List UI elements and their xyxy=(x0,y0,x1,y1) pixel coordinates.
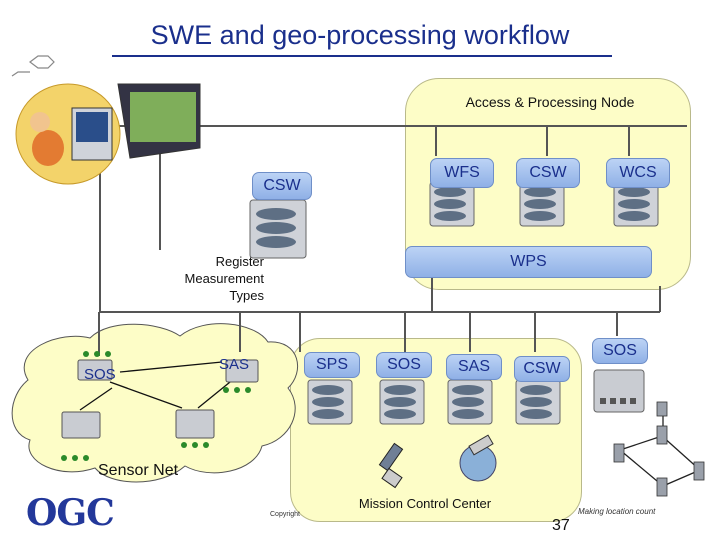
sensor-net-cloud xyxy=(11,323,299,483)
sensor-sas-label: SAS xyxy=(219,356,250,373)
wcs-server-icon xyxy=(613,181,659,227)
sensor-sos-label: SOS xyxy=(84,366,116,383)
copyright-text: Copyright xyxy=(270,511,300,518)
slide-title: SWE and geo-processing workflow xyxy=(150,20,570,50)
page-number: 37 xyxy=(552,517,570,534)
title-underline xyxy=(112,55,612,57)
globe-aircraft-icon xyxy=(459,434,497,482)
remote-sos-service[interactable]: SOS xyxy=(592,338,648,364)
mcc-csw-server-icon xyxy=(515,379,561,425)
sensor-net-label: Sensor Net xyxy=(98,462,179,479)
ogc-tagline: Making location count xyxy=(578,507,656,516)
wps-service[interactable]: WPS xyxy=(405,246,652,278)
remote-sos-device-icon xyxy=(593,369,645,413)
mcc-sas-service[interactable]: SAS xyxy=(446,354,502,380)
mcc-csw-service[interactable]: CSW xyxy=(514,356,570,382)
mcc-sos-service[interactable]: SOS xyxy=(376,352,432,378)
wfs-server-icon xyxy=(429,181,475,227)
csw-service[interactable]: CSW xyxy=(516,158,580,188)
csw-server-icon xyxy=(519,181,565,227)
register-measurement-types: Register Measurement Types xyxy=(184,254,264,303)
satellite-icon xyxy=(378,442,404,489)
remote-sensor-links xyxy=(619,408,701,487)
remote-sensor-nodes xyxy=(613,401,705,497)
sensor-links xyxy=(79,361,236,411)
mission-control-label: Mission Control Center xyxy=(358,496,492,511)
wcs-service[interactable]: WCS xyxy=(606,158,670,188)
access-node-label: Access & Processing Node xyxy=(465,94,635,110)
sps-server-icon xyxy=(307,379,353,425)
ogc-logo: OGC xyxy=(26,492,115,534)
title-decoration xyxy=(11,55,55,77)
sensor-devices xyxy=(61,359,259,439)
mcc-sas-server-icon xyxy=(447,379,493,425)
sensor-pods xyxy=(61,351,251,461)
catalog-csw-service[interactable]: CSW xyxy=(252,172,312,200)
network-bus xyxy=(98,125,687,356)
user-workstation-illustration xyxy=(15,83,201,185)
catalog-server-icon xyxy=(249,199,307,259)
mcc-sos-server-icon xyxy=(379,379,425,425)
wfs-service[interactable]: WFS xyxy=(430,158,494,188)
mcc-sps-service[interactable]: SPS xyxy=(304,352,360,378)
